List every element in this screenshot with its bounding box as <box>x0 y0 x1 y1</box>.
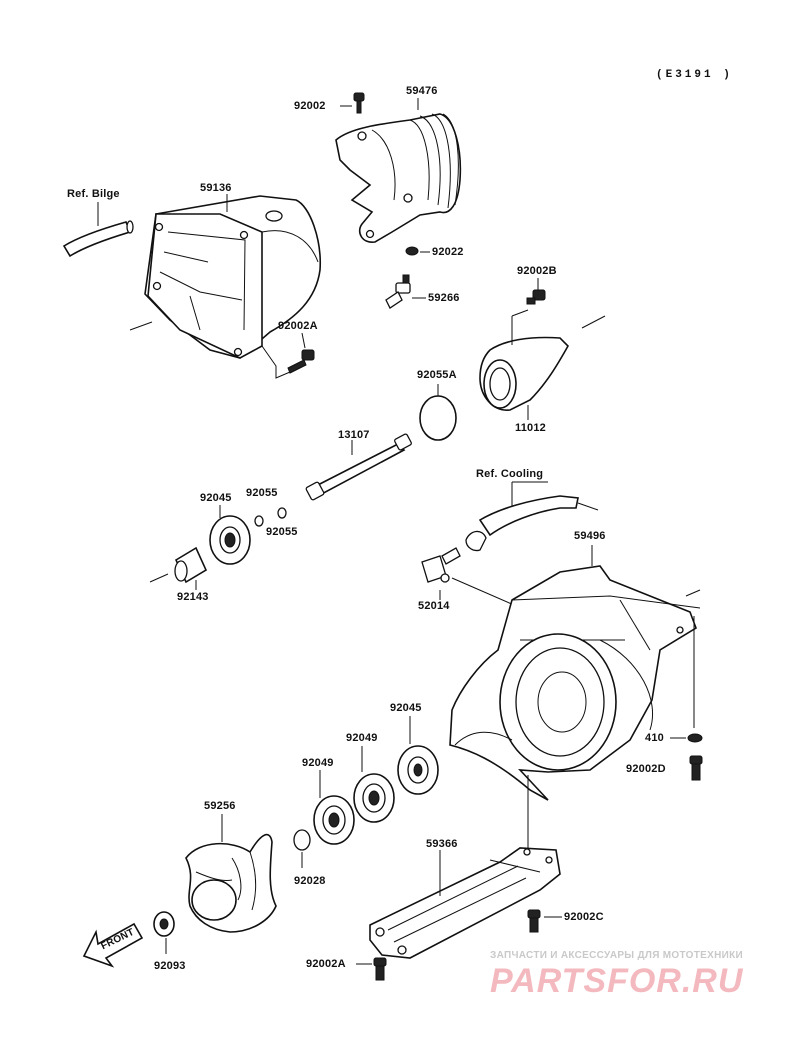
part-92002-bolt <box>353 92 365 114</box>
label-13107: 13107 <box>338 429 370 441</box>
label-59136: 59136 <box>200 182 232 194</box>
part-92093-nut <box>153 911 175 937</box>
label-59256: 59256 <box>204 800 236 812</box>
ref-cooling-hose <box>465 481 599 552</box>
label-92093: 92093 <box>154 960 186 972</box>
label-92022: 92022 <box>432 246 464 258</box>
label-92055-b: 92055 <box>266 526 298 538</box>
part-59266-elbow-fitting <box>385 274 426 309</box>
label-92049-b: 92049 <box>302 757 334 769</box>
part-92143-sleeve <box>174 546 208 584</box>
label-92002D: 92002D <box>626 763 666 775</box>
label-52014: 52014 <box>418 600 450 612</box>
label-ref-bilge: Ref. Bilge <box>67 188 120 200</box>
watermark-logo: PARTSFOR.RU <box>490 962 744 1000</box>
label-92049-a: 92049 <box>346 732 378 744</box>
label-92045-top: 92045 <box>200 492 232 504</box>
part-92002B-bolt <box>526 289 546 305</box>
part-92055-o-ring-b <box>277 507 287 519</box>
label-92002A-bottom: 92002A <box>306 958 346 970</box>
label-92055A: 92055A <box>417 369 457 381</box>
label-92002A-top: 92002A <box>278 320 318 332</box>
part-92049-seal-b <box>313 795 355 845</box>
part-92055-o-ring-a <box>254 515 264 527</box>
label-92028: 92028 <box>294 875 326 887</box>
label-92002C: 92002C <box>564 911 604 923</box>
part-13107-drive-shaft <box>305 433 412 501</box>
label-11012: 11012 <box>515 422 546 434</box>
part-92002C-bolt <box>527 909 541 933</box>
label-410: 410 <box>645 732 664 744</box>
label-ref-cooling: Ref. Cooling <box>476 468 544 480</box>
label-92055-a: 92055 <box>246 487 278 499</box>
part-59366-plate <box>369 847 561 959</box>
label-59266: 59266 <box>428 292 460 304</box>
part-92045-bearing-top <box>209 515 251 565</box>
part-92002D-bolt <box>689 755 703 781</box>
part-92045-bearing-mid <box>397 745 439 795</box>
label-59476: 59476 <box>406 85 438 97</box>
ref-bilge-hose <box>62 202 134 258</box>
label-59366: 59366 <box>426 838 458 850</box>
label-92002: 92002 <box>294 100 326 112</box>
diagram-code: (E3191 ) <box>656 69 733 81</box>
part-92055A-o-ring <box>419 395 457 441</box>
part-59136-pump-case <box>144 195 321 359</box>
part-11012-nozzle <box>479 309 606 411</box>
part-410-washer <box>687 733 703 743</box>
label-92045-mid: 92045 <box>390 702 422 714</box>
label-92143: 92143 <box>177 591 209 603</box>
part-52014-fitting <box>421 547 461 583</box>
part-59256-impeller <box>185 833 277 933</box>
part-59496-pump-housing <box>449 565 701 801</box>
label-59496: 59496 <box>574 530 606 542</box>
part-92028-collar <box>293 829 311 851</box>
part-92049-seal-a <box>353 773 395 823</box>
part-59476-intake-duct <box>335 113 462 243</box>
part-92002A-bolt-top <box>287 349 315 374</box>
part-92022-washer <box>405 246 430 256</box>
part-92002A-bolt-bottom <box>373 957 387 981</box>
front-direction-arrow <box>82 922 144 968</box>
label-92002B: 92002B <box>517 265 557 277</box>
watermark-tagline: ЗАПЧАСТИ И АКСЕССУАРЫ ДЛЯ МОТОТЕХНИКИ <box>490 950 743 961</box>
